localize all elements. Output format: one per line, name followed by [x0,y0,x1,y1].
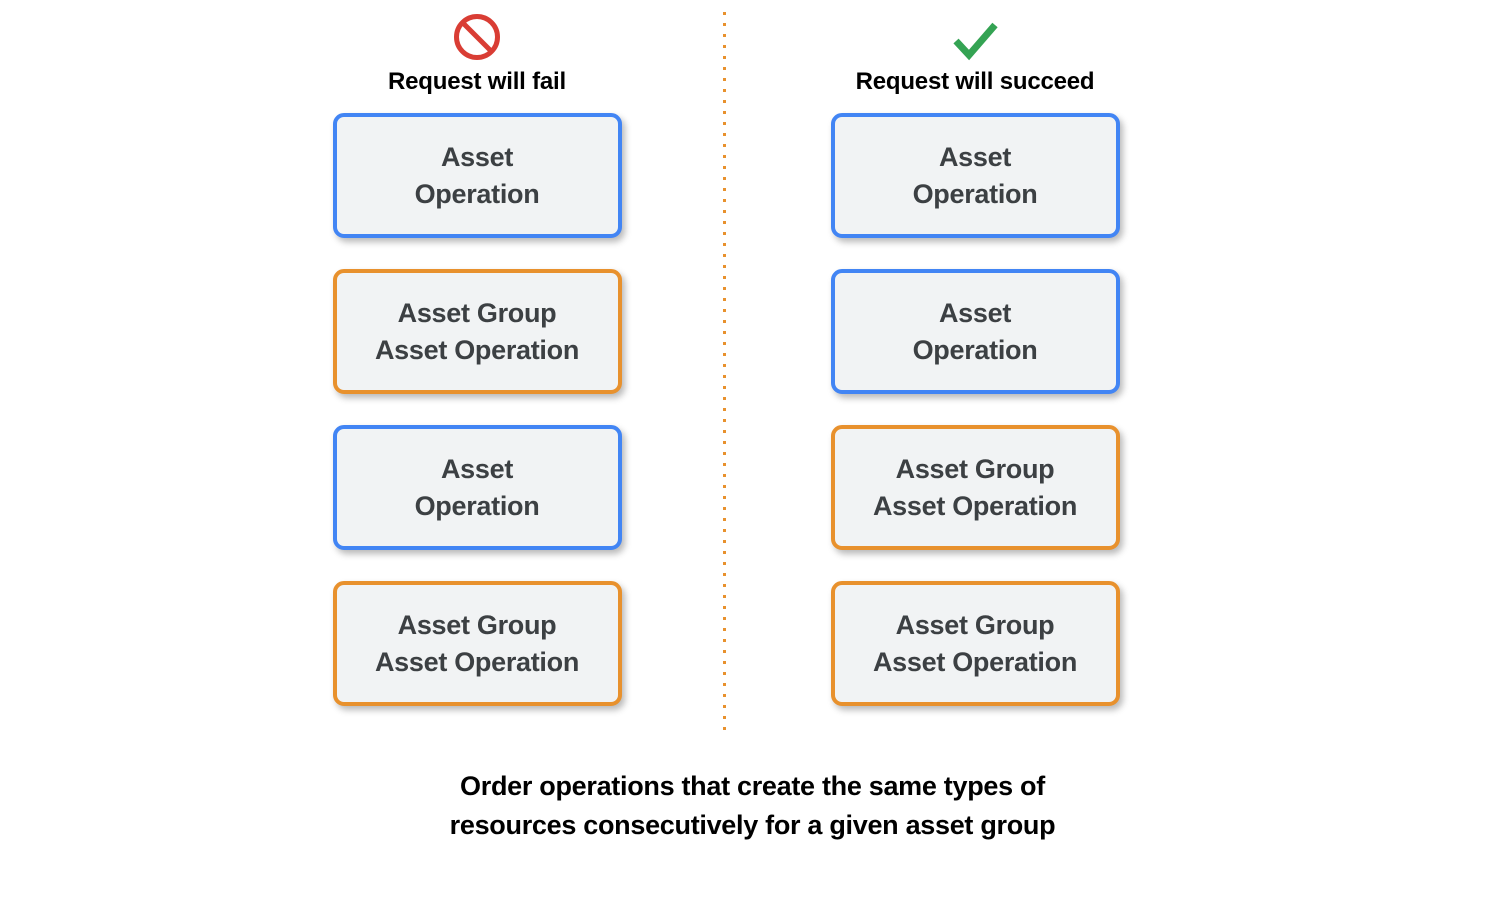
diagram-caption: Order operations that create the same ty… [449,771,1056,840]
column-title-fail: Request will fail [388,68,566,95]
column-header-succeed: Request will succeed [775,12,1175,97]
card-asset-group-asset-operation[interactable]: Asset Group Asset Operation [332,269,622,394]
prohibited-icon [454,14,500,60]
card-stack-fail: Asset Operation Asset Group Asset Operat… [277,113,677,737]
card-asset-group-asset-operation[interactable]: Asset Group Asset Operation [830,581,1120,706]
column-divider [723,12,726,738]
card-stack-succeed: Asset Operation Asset Operation Asset Gr… [775,113,1175,737]
column-header-fail: Request will fail [277,12,677,97]
card-asset-operation[interactable]: Asset Operation [332,113,622,238]
card-asset-operation[interactable]: Asset Operation [332,425,622,550]
card-label: Asset Operation [912,297,1038,365]
card-asset-operation[interactable]: Asset Operation [830,269,1120,394]
card-label: Asset Operation [414,141,540,209]
card-asset-operation[interactable]: Asset Operation [830,113,1120,238]
column-title-succeed: Request will succeed [855,68,1095,95]
card-label: Asset Group Asset Operation [374,297,580,365]
checkmark-icon [953,22,998,61]
card-asset-group-asset-operation[interactable]: Asset Group Asset Operation [830,425,1120,550]
card-label: Asset Operation [414,453,540,521]
card-label: Asset Group Asset Operation [374,609,580,677]
card-label: Asset Operation [912,141,1038,209]
card-label: Asset Group Asset Operation [872,453,1078,521]
card-asset-group-asset-operation[interactable]: Asset Group Asset Operation [332,581,622,706]
card-label: Asset Group Asset Operation [872,609,1078,677]
